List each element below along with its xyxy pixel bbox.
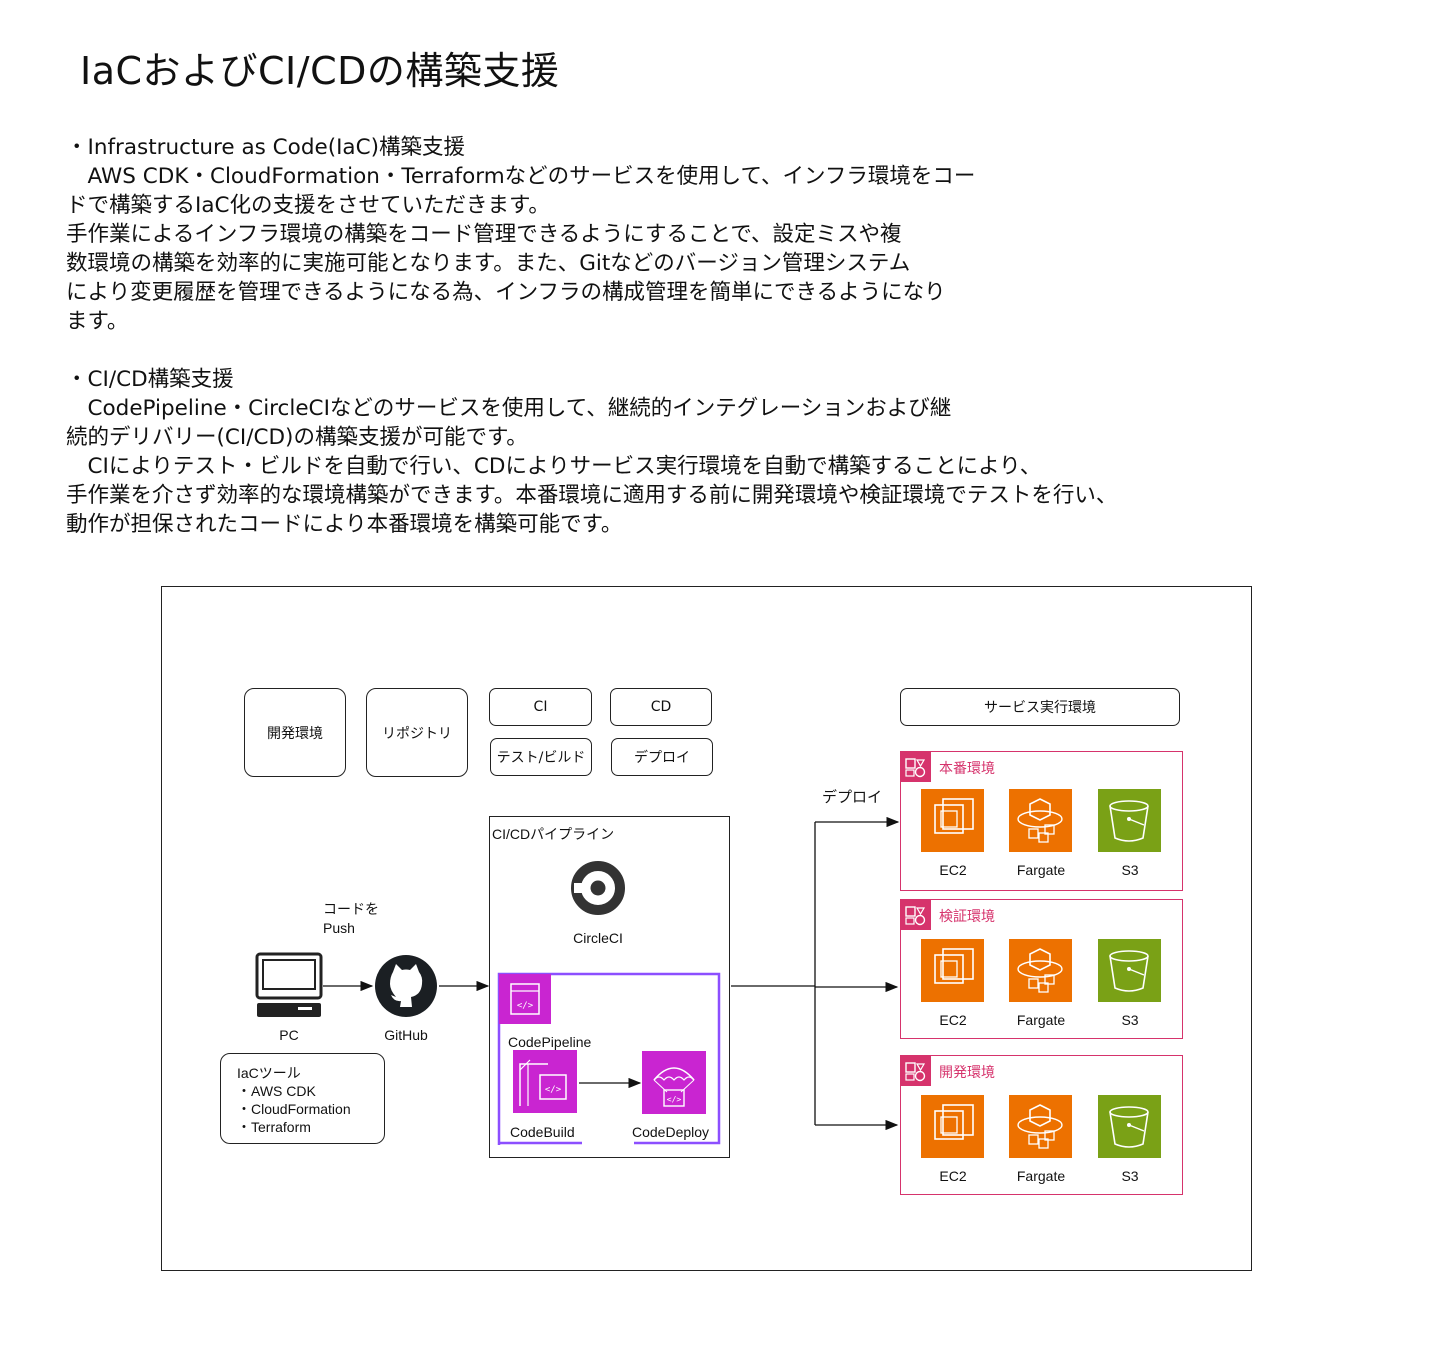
circleci-label: CircleCI [573,930,623,946]
legend-test-build: テスト/ビルド [490,738,592,776]
service-label: S3 [1121,1012,1139,1028]
service-label: EC2 [939,1012,967,1028]
fargate-icon [1009,789,1072,852]
iac-tools-list: IaCツール ・AWS CDK ・CloudFormation ・Terrafo… [237,1065,351,1135]
legend-deploy: デプロイ [611,738,713,776]
cicd-description: ・CI/CD構築支援 CodePipeline・CircleCIなどのサービスを… [66,367,1118,537]
service-label: EC2 [939,862,967,878]
pipeline-title: CI/CDパイプライン [492,826,615,842]
github-label: GitHub [384,1027,428,1043]
fargate-icon [1009,1095,1072,1158]
legend-cd: CD [610,688,712,726]
env-group-icon [900,899,931,930]
architecture-diagram-frame [161,586,1252,1271]
fargate-icon [1009,939,1072,1002]
iac-tools-box: IaCツール ・AWS CDK ・CloudFormation ・Terrafo… [220,1053,385,1144]
env-name: 本番環境 [939,761,995,777]
s3-bucket-icon [1098,789,1161,852]
s3-bucket-icon [1098,1095,1161,1158]
ec2-icon [921,789,984,852]
codebuild-label: CodeBuild [510,1124,575,1140]
env-box: 開発環境 [900,1055,1183,1195]
legend-dev-env: 開発環境 [244,688,346,777]
legend-ci: CI [489,688,592,726]
env-group-icon [900,1055,931,1086]
codedeploy-label: CodeDeploy [632,1124,710,1140]
env-box: 本番環境 [900,751,1183,891]
s3-bucket-icon [1098,939,1161,1002]
env-name: 開発環境 [939,1065,995,1081]
svg-text:</>: </> [545,1085,562,1095]
ec2-icon [921,939,984,1002]
svg-text:</>: </> [667,1095,682,1104]
pc-label: PC [279,1027,299,1043]
deploy-label: デプロイ [822,789,883,806]
service-label: S3 [1121,1168,1139,1184]
ec2-icon [921,1095,984,1158]
service-label: EC2 [939,1168,967,1184]
service-label: Fargate [1016,862,1066,878]
service-label: S3 [1121,862,1139,878]
codepipeline-label: CodePipeline [508,1034,592,1050]
env-group-icon [900,751,931,782]
env-name: 検証環境 [939,909,995,925]
page-title: IaCおよびCI/CDの構築支援 [80,49,560,93]
legend-service-env: サービス実行環境 [900,688,1180,726]
iac-description: ・Infrastructure as Code(IaC)構築支援 AWS CDK… [66,135,976,334]
service-label: Fargate [1016,1168,1066,1184]
service-label: Fargate [1016,1012,1066,1028]
cicd-pipeline-box [489,816,730,1158]
env-box: 検証環境 [900,899,1183,1039]
push-label: コードを Push [323,901,379,936]
svg-text:</>: </> [517,1001,534,1011]
legend-repository: リポジトリ [366,688,468,777]
